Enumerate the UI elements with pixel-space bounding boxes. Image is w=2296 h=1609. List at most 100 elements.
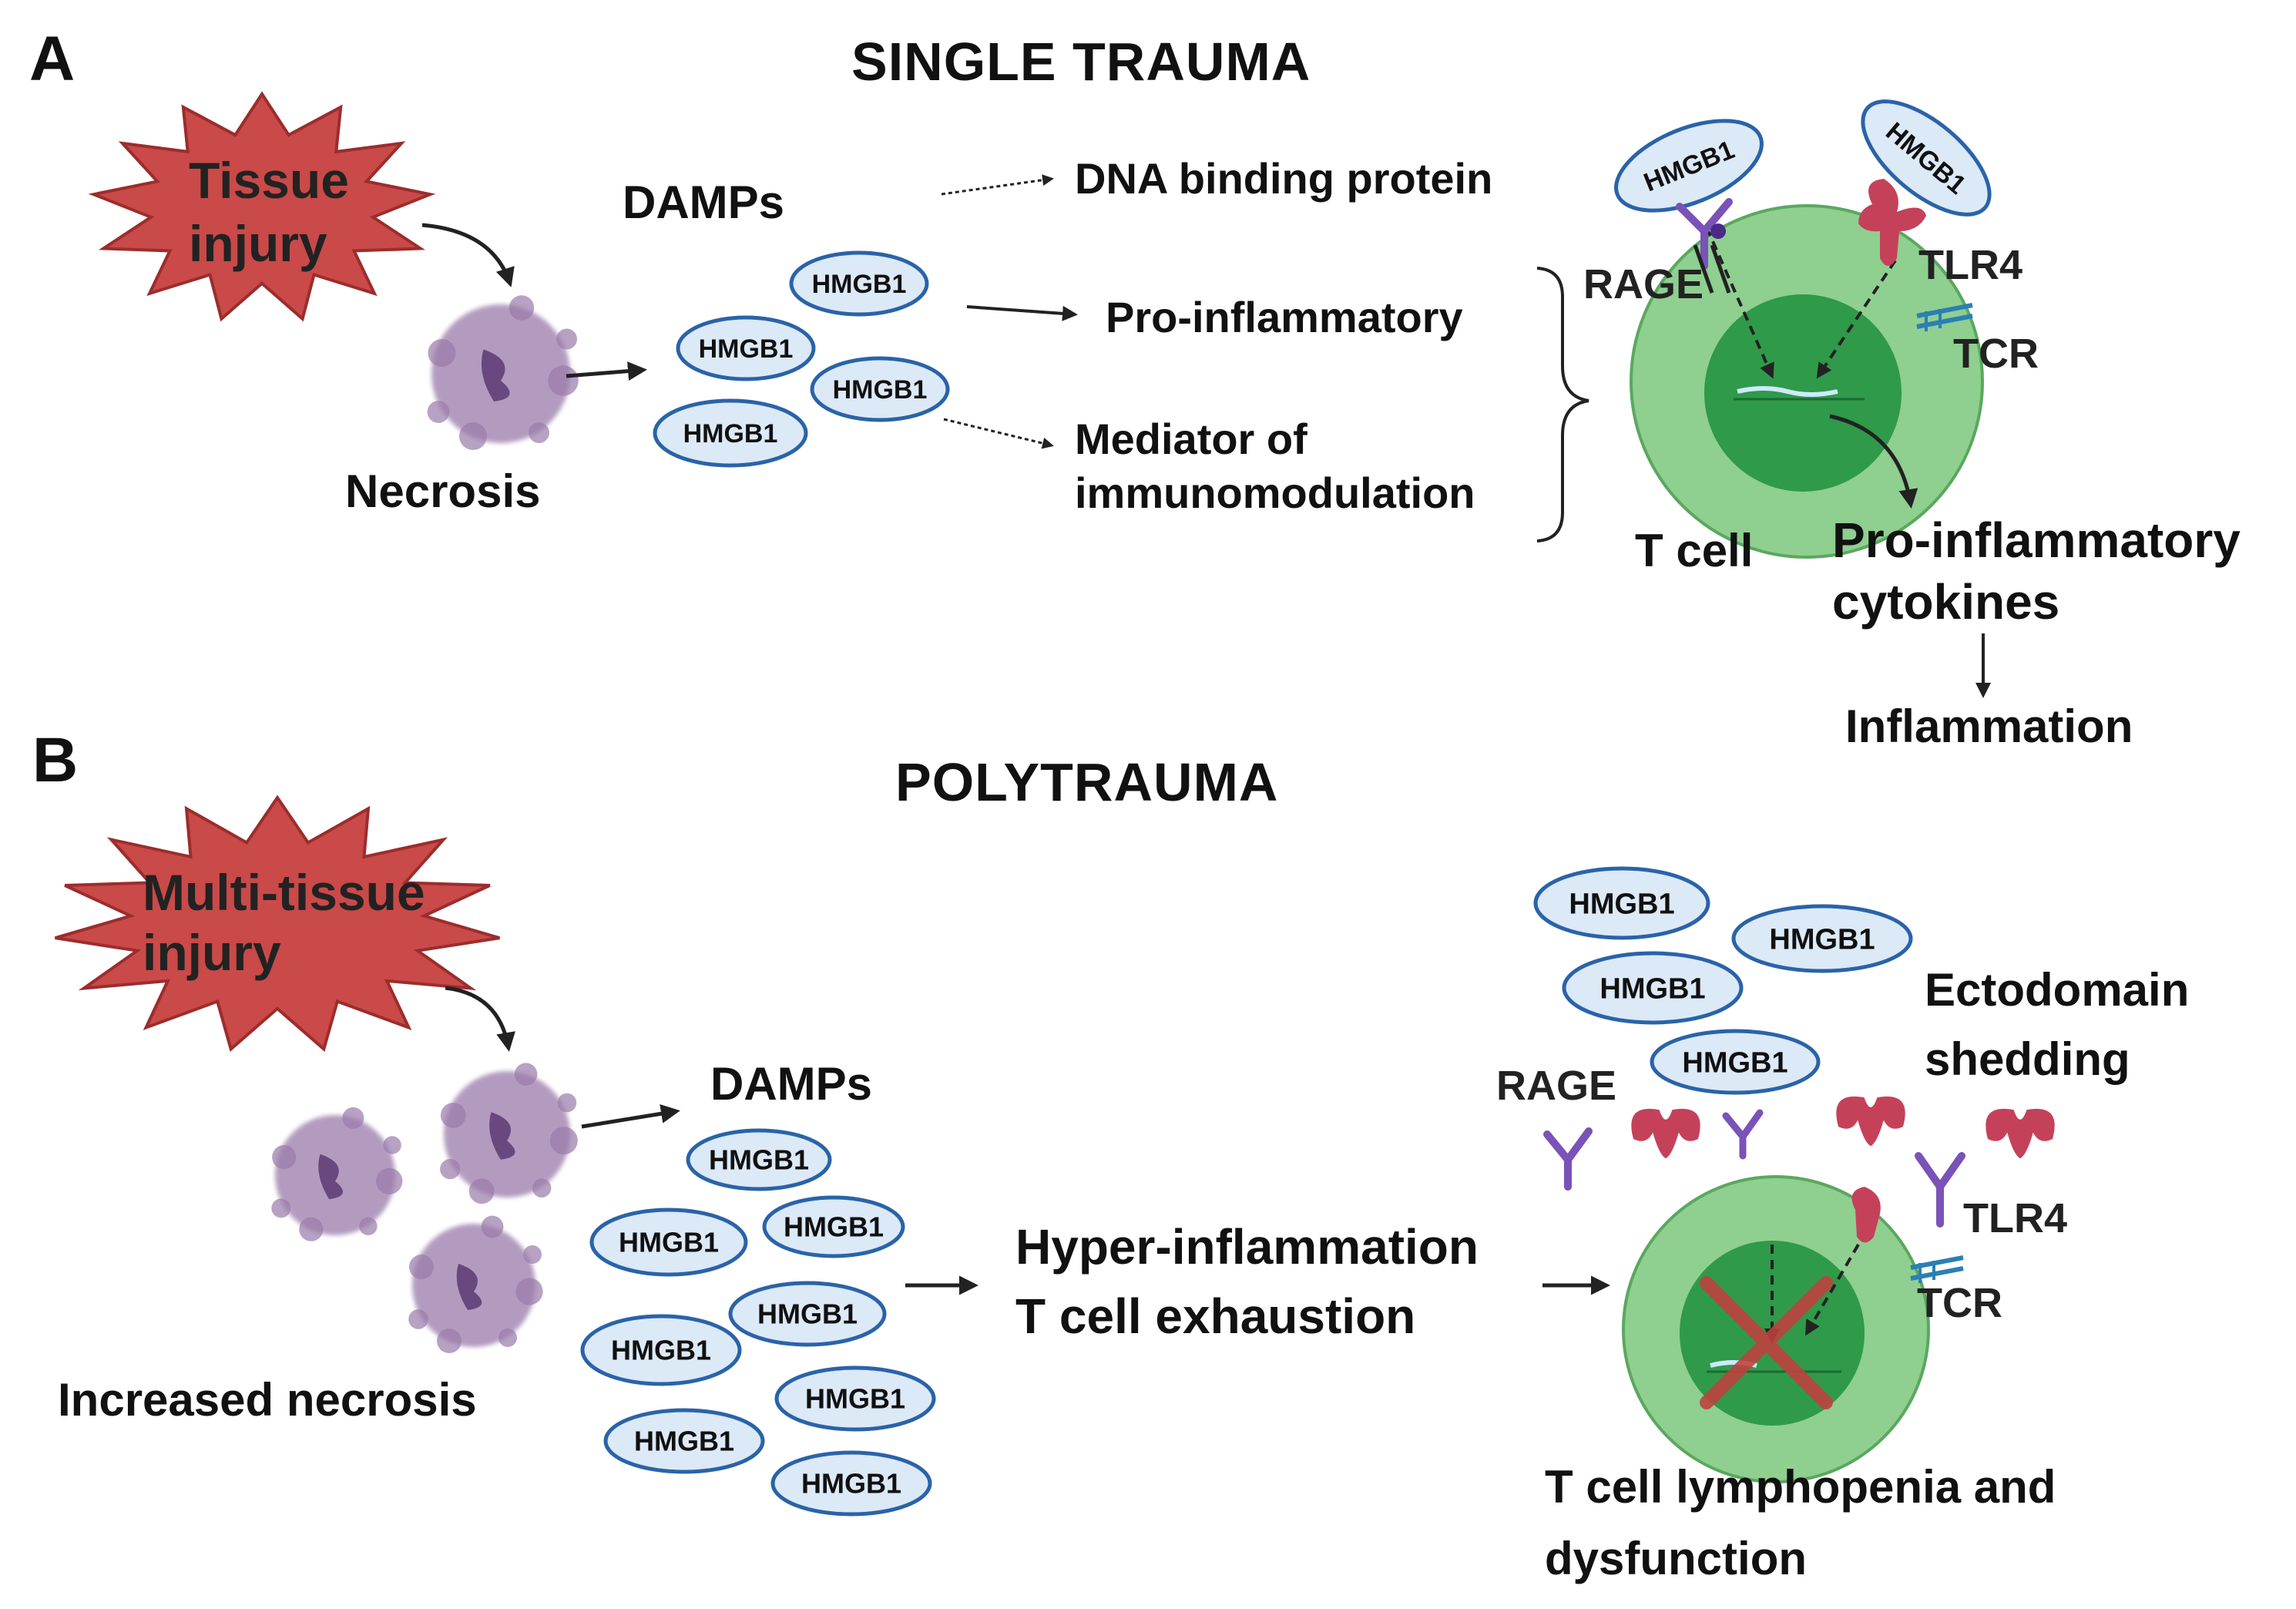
lymphopenia-label-line1: T cell lymphopenia and (1545, 1461, 2056, 1513)
rage-label-a: RAGE (1583, 261, 1704, 307)
arrow-to-cytokines (1829, 414, 1918, 509)
tlr4-label-a: TLR4 (1918, 242, 2022, 288)
multi-tissue-label-line1: Multi-tissue (143, 864, 425, 921)
svg-text:HMGB1: HMGB1 (709, 1144, 809, 1176)
tlr4-bound-b-icon (1851, 1187, 1881, 1243)
arrow-injury-to-necrosis-b (445, 986, 515, 1052)
hmgb1-molecule-icon: HMGB1 (676, 315, 816, 381)
arrow-tlr4-signal (1816, 259, 1897, 379)
svg-text:HMGB1: HMGB1 (634, 1426, 734, 1457)
hmgb1-molecule-icon: HMGB1 (686, 1128, 832, 1191)
shed-rage-receptor-icon (1915, 1152, 1965, 1228)
curly-brace (1536, 267, 1589, 542)
necrotic-cell-icon (271, 1107, 403, 1241)
arrow-to-dna-binding (941, 174, 1054, 196)
tlr4-receptor-icon (1858, 179, 1926, 266)
svg-text:HMGB1: HMGB1 (1599, 972, 1705, 1005)
tissue-injury-label-line2: injury (189, 215, 327, 272)
t-cell-label: T cell (1635, 525, 1754, 576)
panel-b-letter: B (32, 725, 79, 795)
tcr-receptor-icon (1916, 303, 1973, 331)
tissue-injury-star-icon (88, 91, 436, 322)
tcr-label-a: TCR (1953, 331, 2039, 377)
hmgb1-molecule-icon: HMGB1 (1562, 951, 1744, 1025)
svg-text:HMGB1: HMGB1 (833, 375, 928, 405)
svg-text:HMGB1: HMGB1 (683, 419, 778, 448)
cytokines-label-line1: Pro-inflammatory (1832, 512, 2241, 568)
svg-text:HMGB1: HMGB1 (805, 1383, 905, 1415)
tcr-label-b: TCR (1917, 1280, 2002, 1326)
hmgb1-molecule-icon: HMGB1 (774, 1365, 936, 1432)
svg-text:HMGB1: HMGB1 (801, 1468, 901, 1500)
t-cell-icon (1630, 204, 1984, 559)
ectodomain-label-line1: Ectodomain (1925, 964, 2190, 1016)
increased-necrosis-label: Increased necrosis (58, 1374, 477, 1426)
arrow-injury-to-necrosis (421, 223, 515, 287)
hmgb1-molecule-icon: HMGB1 (603, 1408, 765, 1474)
hmgb1-molecule-icon: HMGB1 (1614, 119, 1764, 213)
tlr4-receptor-icon (1986, 1108, 2055, 1159)
svg-text:HMGB1: HMGB1 (812, 270, 907, 299)
hmgb1-molecule-icon: HMGB1 (762, 1195, 905, 1258)
tlr4-receptor-icon (1631, 1108, 1700, 1159)
mediator-label-line2: immunomodulation (1075, 469, 1475, 517)
shed-tlr4-receptor-icons (1631, 1096, 2055, 1159)
hmgb1-molecule-icon: HMGB1 (1650, 1029, 1821, 1095)
arrow-necrosis-to-damps (566, 361, 647, 381)
shed-rage-receptor-icon (1722, 1109, 1764, 1160)
rage-receptor-icon (1676, 198, 1733, 294)
necrotic-cell-icon (427, 295, 579, 450)
lymphopenia-label-line2: dysfunction (1545, 1533, 1807, 1584)
shed-rage-receptor-icon (1543, 1127, 1593, 1191)
arrow-to-mediator (943, 418, 1054, 449)
arrow-necrosis-to-damps-b (581, 1103, 680, 1129)
arrow-rage-signal (1705, 227, 1774, 379)
necrotic-cell-icon (440, 1063, 578, 1204)
rage-label-b: RAGE (1496, 1063, 1617, 1109)
svg-text:HMGB1: HMGB1 (784, 1211, 884, 1243)
cytokines-label-line2: cytokines (1832, 574, 2060, 630)
hmgb1-molecule-icon: HMGB1 (1533, 866, 1710, 940)
tissue-injury-label-line1: Tissue (189, 152, 349, 209)
multi-tissue-injury-star-icon (55, 794, 500, 1052)
hmgb1-molecule-icon: HMGB1 (1731, 904, 1913, 973)
mediator-label-line1: Mediator of (1075, 415, 1307, 463)
ectodomain-label-line2: shedding (1925, 1033, 2130, 1085)
hyper-inflammation-label: Hyper-inflammation (1015, 1219, 1479, 1275)
hmgb1-molecule-icon: HMGB1 (810, 356, 950, 422)
svg-text:HMGB1: HMGB1 (1769, 923, 1875, 956)
panel-a-heading: SINGLE TRAUMA (851, 32, 1311, 92)
dna-binding-protein-label: DNA binding protein (1075, 154, 1493, 203)
necrotic-cell-icon (408, 1215, 543, 1353)
arrow-to-pro-inflammatory (966, 305, 1078, 321)
svg-text:HMGB1: HMGB1 (619, 1227, 719, 1258)
hmgb1-molecule-icon: HMGB1 (580, 1314, 742, 1386)
pro-inflammatory-label: Pro-inflammatory (1106, 293, 1463, 341)
hmgb1-molecule-icon: HMGB1 (770, 1450, 932, 1517)
t-cell-exhaustion-label: T cell exhaustion (1015, 1288, 1416, 1344)
hmgb1-molecule-icon: HMGB1 (789, 250, 929, 317)
svg-text:HMGB1: HMGB1 (757, 1298, 858, 1330)
tlr4-label-b: TLR4 (1963, 1195, 2067, 1241)
svg-text:HMGB1: HMGB1 (1569, 888, 1674, 920)
inflammation-label: Inflammation (1845, 700, 2133, 752)
damps-label-b: DAMPs (710, 1058, 873, 1110)
hmgb1-molecule-icon: HMGB1 (728, 1281, 887, 1347)
tcr-receptor-icon (1910, 1255, 1964, 1283)
tlr4-receptor-icon (1836, 1096, 1905, 1147)
multi-tissue-label-line2: injury (143, 924, 281, 981)
svg-text:HMGB1: HMGB1 (1682, 1046, 1787, 1079)
hmgb1-molecule-icon: HMGB1 (653, 398, 808, 468)
panel-b-heading: POLYTRAUMA (895, 752, 1279, 812)
hmgb1-molecule-icon: HMGB1 (589, 1208, 748, 1277)
panel-a-letter: A (29, 24, 76, 94)
svg-text:HMGB1: HMGB1 (611, 1335, 711, 1366)
cross-mark-icon (1700, 1276, 1833, 1409)
damps-label-a: DAMPs (623, 176, 785, 228)
arrow-blocked-signal-2 (1804, 1243, 1860, 1336)
